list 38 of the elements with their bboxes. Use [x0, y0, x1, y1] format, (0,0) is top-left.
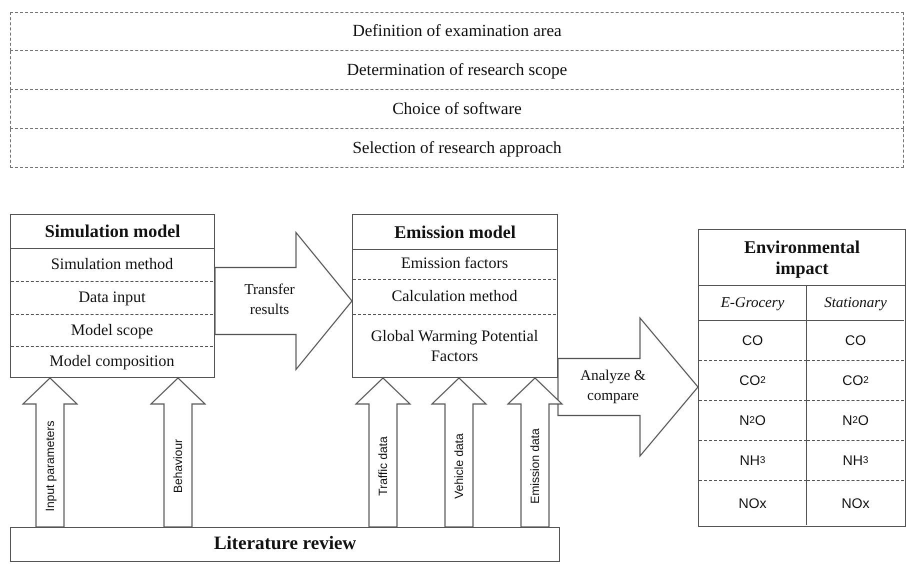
block-arrow — [214, 230, 353, 372]
block-arrow — [506, 377, 564, 528]
step-row: Definition of examination area — [10, 12, 904, 51]
list-row: Model composition — [11, 347, 213, 378]
block-arrow — [430, 377, 488, 528]
foundation-bar: Literature review — [10, 527, 560, 562]
list-row: Model scope — [11, 315, 213, 347]
step-row: Selection of research approach — [10, 129, 904, 168]
block-arrow — [22, 377, 78, 528]
list-row: Global Warming Potential Factors — [353, 315, 556, 378]
table-cell: CO — [699, 321, 807, 361]
edge-label: Input parameters — [43, 420, 57, 511]
edge-label: Behaviour — [171, 438, 185, 493]
column-header: E-Grocery — [699, 286, 807, 321]
list-row: Data input — [11, 282, 213, 315]
model-box — [352, 214, 558, 378]
table-cell: NOx — [699, 481, 807, 525]
list-row: Emission factors — [353, 249, 556, 280]
block-arrow — [557, 316, 699, 458]
results-table — [698, 229, 906, 527]
block-arrow — [150, 377, 206, 528]
box-title: Emission model — [353, 215, 557, 250]
list-row: Simulation method — [11, 248, 213, 282]
edge-label: Transfer results — [243, 281, 296, 320]
box-title: Simulation model — [11, 215, 214, 249]
edge-label: Vehicle data — [452, 432, 466, 498]
step-row: Determination of research scope — [10, 51, 904, 90]
edge-label: Emission data — [528, 428, 542, 504]
edge-label: Traffic data — [376, 436, 390, 496]
column-header: Stationary — [807, 286, 904, 321]
box-title: Environmental impact — [699, 230, 905, 286]
step-row: Choice of software — [10, 90, 904, 129]
table-cell-text: NOx — [840, 494, 870, 513]
block-arrow — [354, 377, 412, 528]
list-row: Calculation method — [353, 280, 556, 315]
table-cell: CO — [807, 321, 904, 361]
edge-label: Analyze & compare — [579, 367, 647, 406]
model-box — [10, 214, 215, 378]
